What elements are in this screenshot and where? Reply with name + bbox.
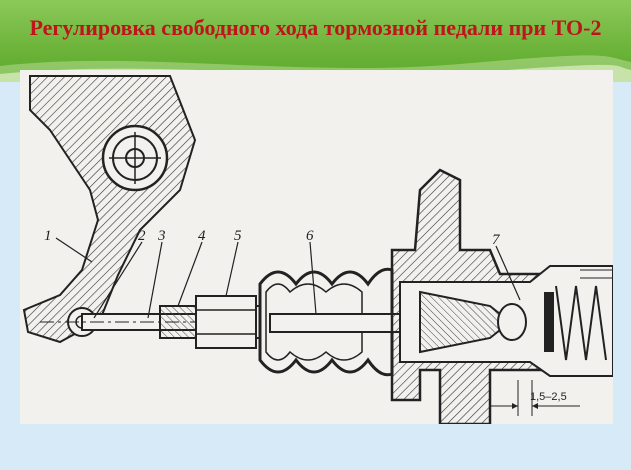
clearance-dimension: 1,5–2,5 xyxy=(490,380,580,416)
brake-pedal-drawing: 1 2 3 4 5 6 7 1,5–2,5 xyxy=(20,70,613,424)
part-label-6: 6 xyxy=(306,228,314,244)
part-label-7: 7 xyxy=(492,232,501,248)
part-label-2: 2 xyxy=(138,228,146,244)
slide-title: Регулировка свободного хода тормозной пе… xyxy=(29,15,602,40)
part-label-3: 3 xyxy=(157,228,166,244)
clearance-value: 1,5–2,5 xyxy=(530,391,567,403)
part-label-1: 1 xyxy=(44,228,52,244)
master-cylinder-body xyxy=(390,168,613,424)
part-label-5: 5 xyxy=(234,228,242,244)
leader-lines xyxy=(55,237,521,319)
part-label-4: 4 xyxy=(198,228,206,244)
